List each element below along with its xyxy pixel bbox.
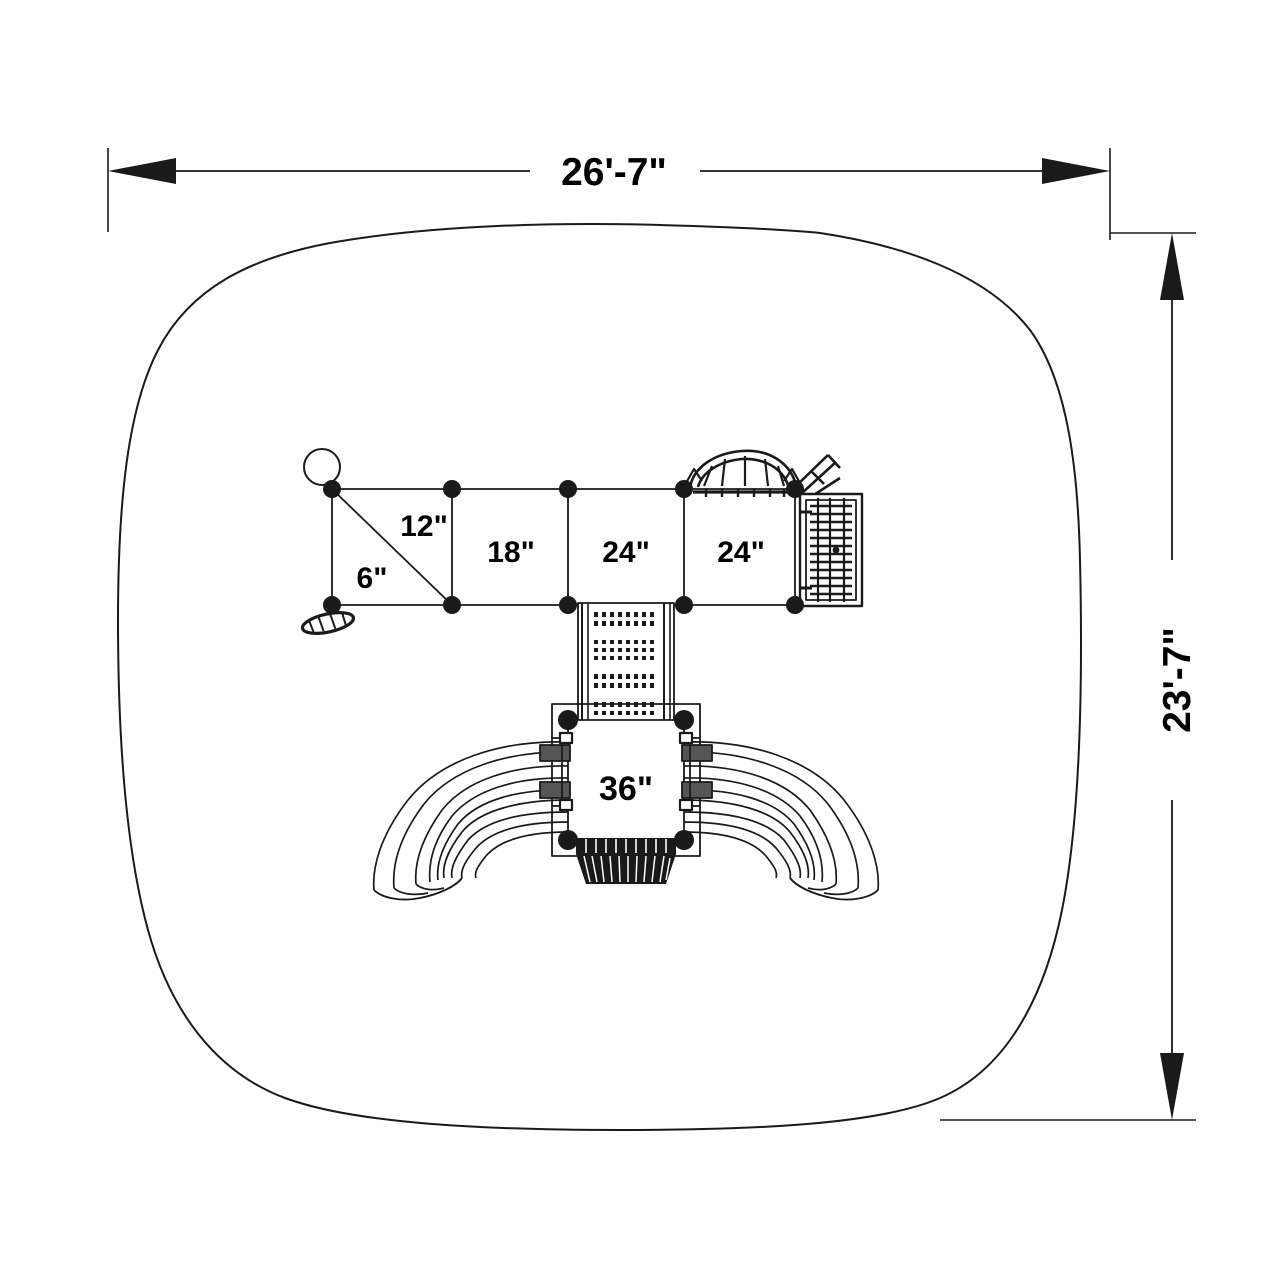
- slide-left-exit-lip-3: [415, 883, 445, 891]
- step-tread-3: [329, 614, 337, 629]
- deck-bracket-left: [539, 732, 571, 812]
- slide-left-edge-3: [414, 765, 569, 885]
- lower-deck-frame: [539, 703, 713, 857]
- deck-height-label-6: 6": [357, 562, 388, 595]
- deck-bracket-right: [681, 732, 713, 812]
- lower-deck-platform: [567, 719, 685, 841]
- slide-right: [683, 741, 880, 901]
- slide-right-edge-3: [683, 765, 838, 885]
- panel-stiles: [816, 498, 846, 602]
- dome-outer-arc: [688, 449, 798, 488]
- arrowhead-bottom-icon: [1160, 1053, 1184, 1120]
- deck-height-label-24-b: 24": [717, 536, 765, 569]
- post-bottom-1: [323, 596, 341, 614]
- deck-height-label-24-a: 24": [602, 536, 650, 569]
- arrowhead-left-icon: [108, 158, 176, 184]
- deck-side-connectors: [558, 731, 694, 812]
- post-deck-sw: [558, 830, 578, 850]
- step-tread-2: [317, 616, 325, 632]
- post-bottom-2: [443, 596, 461, 614]
- climbing-wall-panel: [798, 492, 864, 608]
- dimension-label-height: 23'-7": [1156, 627, 1199, 733]
- post-deck-ne: [674, 710, 694, 730]
- dome-rib-2: [720, 458, 727, 487]
- slide-left-edge-5: [436, 789, 569, 881]
- dimension-label-width: 26'-7": [561, 151, 667, 194]
- dimension-overall-height: 23'-7": [940, 232, 1199, 1121]
- arrowhead-top-icon: [1160, 233, 1184, 300]
- dome-rib-4: [763, 458, 770, 487]
- slide-right-edge-7: [683, 811, 802, 879]
- slide-left: [372, 741, 569, 901]
- slide-left-edge-2: [392, 751, 569, 889]
- post-top-5: [786, 480, 804, 498]
- slide-right-edge-9: [683, 831, 778, 879]
- slide-left-edge-7: [450, 811, 569, 879]
- dome-rib-5: [776, 465, 786, 487]
- slide-left-edge-6: [442, 799, 569, 879]
- post-group: [323, 480, 804, 850]
- deck-height-label-18: 18": [487, 536, 535, 569]
- step-tread-4: [341, 613, 347, 626]
- post-top-1: [323, 480, 341, 498]
- dome-left-foot: [685, 467, 703, 484]
- dome-climber: [685, 449, 841, 502]
- post-top-4: [675, 480, 693, 498]
- post-deck-se: [674, 830, 694, 850]
- panel-center-bolt: [832, 546, 840, 554]
- net-climber-strands: [583, 855, 671, 883]
- dimension-overall-width: 26'-7": [107, 148, 1111, 240]
- slide-left-exit-lip: [373, 877, 463, 901]
- post-bottom-3: [559, 596, 577, 614]
- deck-height-labels: 6" 12" 18" 24" 24" 36": [357, 510, 765, 808]
- transfer-diagonal: [331, 488, 453, 606]
- slide-right-edge-4: [683, 777, 824, 883]
- slide-right-edge-outer: [683, 741, 880, 891]
- ramp-walkway: [577, 602, 675, 722]
- post-bottom-4: [675, 596, 693, 614]
- dome-rib-1: [702, 465, 714, 487]
- slide-left-edge-8: [460, 821, 569, 879]
- slide-left-exit-lip-2: [393, 887, 429, 896]
- post-deck-nw: [558, 710, 578, 730]
- slide-right-exit-lip-3: [807, 883, 837, 891]
- slide-left-edge-9: [474, 831, 569, 879]
- net-climber-top-ticks: [585, 839, 667, 853]
- transfer-circle-icon: [303, 448, 341, 486]
- deck-height-label-12: 12": [400, 510, 448, 543]
- slide-left-edge-outer: [372, 741, 569, 891]
- step-tread-1: [308, 620, 315, 633]
- slide-right-edge-8: [683, 821, 792, 879]
- slide-right-exit-lip-2: [823, 887, 859, 896]
- post-top-2: [443, 480, 461, 498]
- slide-left-edge-4: [428, 777, 569, 883]
- step-plate-element: [300, 611, 356, 635]
- slide-right-exit-lip: [789, 877, 879, 901]
- slide-right-edge-5: [683, 789, 816, 881]
- slide-right-edge-6: [683, 799, 810, 879]
- use-zone-outline: [117, 222, 1083, 1131]
- post-top-3: [559, 480, 577, 498]
- safety-zone-boundary: [117, 222, 1083, 1131]
- arrowhead-right-icon: [1042, 158, 1110, 184]
- slide-right-edge-2: [683, 751, 860, 889]
- dome-base-ticks: [704, 489, 786, 497]
- deck-height-label-36: 36": [599, 770, 653, 808]
- dome-right-foot: [783, 467, 801, 484]
- net-climber: [576, 838, 676, 884]
- post-bottom-5: [786, 596, 804, 614]
- step-plate-outline: [300, 611, 356, 635]
